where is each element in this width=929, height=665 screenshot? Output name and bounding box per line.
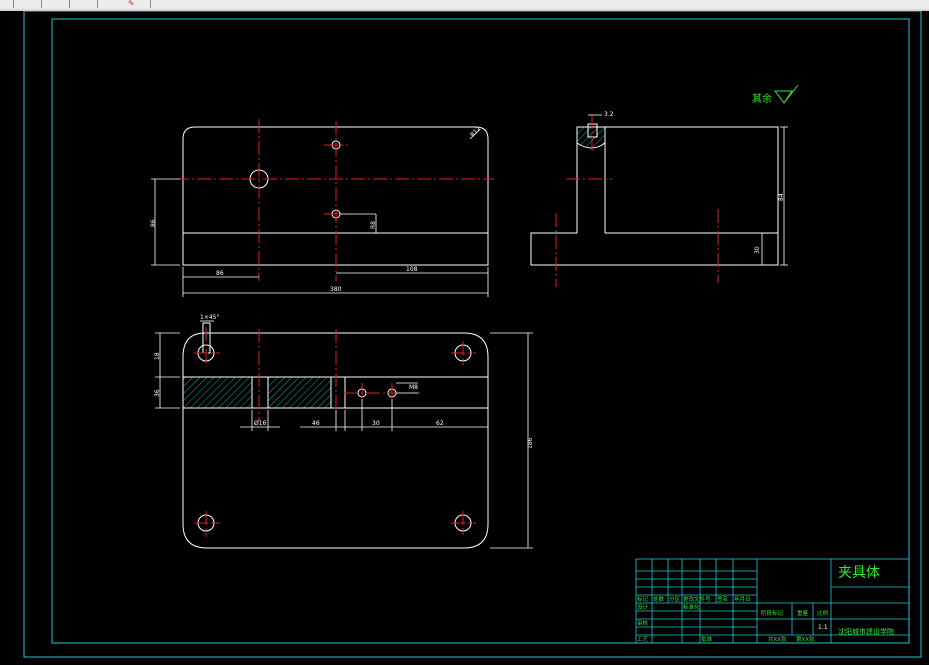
toolbar-button[interactable]: [28, 0, 42, 8]
ratio-label: 比例: [817, 609, 829, 617]
scale-value: 1:1: [818, 624, 828, 631]
svg-text:Ø16: Ø16: [254, 420, 267, 427]
outer-frame: [23, 11, 922, 658]
drawing-canvas: 86 108 380 86 R8 R12 84 30 3.2 其余: [23, 11, 922, 658]
weight-label: 重量: [797, 609, 809, 617]
header-mark: 标记: [637, 595, 649, 603]
title-block-text: 夹具体 沈阳城市建设学院 1:1 标记 处数 分区 更改文件号 签名 年月日 设…: [637, 565, 894, 643]
svg-text:86: 86: [150, 219, 157, 227]
label-design: 设计: [637, 603, 649, 611]
toolbar-button[interactable]: [84, 0, 98, 8]
svg-text:3.2: 3.2: [604, 111, 614, 118]
header-change-doc: 更改文件号: [683, 595, 711, 603]
label-approval: 批准: [701, 635, 713, 643]
front-view-centerlines: [175, 119, 494, 281]
header-zone: 分区: [669, 595, 681, 603]
label-standardization: 标准化: [683, 603, 700, 611]
edit-icon[interactable]: ✎: [128, 0, 135, 8]
side-view-centerlines: [555, 115, 719, 287]
front-view-dimensions: [151, 128, 489, 297]
top-view: [182, 322, 489, 549]
label-process: 工艺: [637, 636, 649, 643]
top-view-dim-text: 186 18 36 Ø16 46 30 62 M8 1×45°: [154, 314, 534, 449]
label-review: 审核: [637, 619, 649, 627]
school-name: 沈阳城市建设学院: [838, 627, 894, 636]
header-signature: 签名: [717, 595, 728, 603]
svg-text:1×45°: 1×45°: [200, 314, 219, 321]
svg-text:46: 46: [312, 420, 320, 427]
svg-text:M8: M8: [409, 384, 418, 391]
front-view-dim-text: 86 108 380 86 R8 R12: [150, 125, 482, 293]
side-view-dimensions: [588, 114, 788, 266]
toolbar-strip: [0, 9, 929, 11]
total-sheets: 共XX张: [768, 635, 787, 643]
surface-finish-note: 其余: [752, 84, 799, 105]
svg-text:36: 36: [154, 389, 161, 397]
surface-roughness-icon: [774, 84, 799, 104]
svg-text:380: 380: [330, 286, 342, 293]
surface-finish-label: 其余: [752, 92, 772, 105]
header-date: 年月日: [734, 595, 751, 603]
svg-text:62: 62: [436, 420, 444, 427]
inner-frame: [51, 18, 910, 644]
svg-text:R8: R8: [370, 221, 377, 229]
sheet-number: 第XX张: [796, 635, 815, 643]
svg-text:186: 186: [527, 437, 534, 449]
svg-text:30: 30: [754, 246, 761, 254]
toolbar-button[interactable]: [110, 0, 151, 8]
header-count: 处数: [653, 595, 665, 603]
toolbar-button[interactable]: [56, 0, 70, 8]
svg-text:108: 108: [406, 266, 418, 273]
side-view: [530, 123, 779, 266]
part-name: 夹具体: [838, 565, 880, 581]
top-view-dimensions: [155, 320, 533, 549]
top-view-centerlines: [194, 327, 476, 537]
toolbar-button[interactable]: [0, 0, 14, 8]
svg-text:30: 30: [372, 420, 380, 427]
svg-text:84: 84: [778, 193, 785, 201]
stage-mark-label: 阶段标记: [761, 609, 784, 617]
side-view-dim-text: 84 30 3.2: [604, 111, 785, 254]
svg-text:86: 86: [216, 270, 224, 277]
title-block: [635, 558, 910, 644]
svg-text:18: 18: [154, 352, 161, 360]
